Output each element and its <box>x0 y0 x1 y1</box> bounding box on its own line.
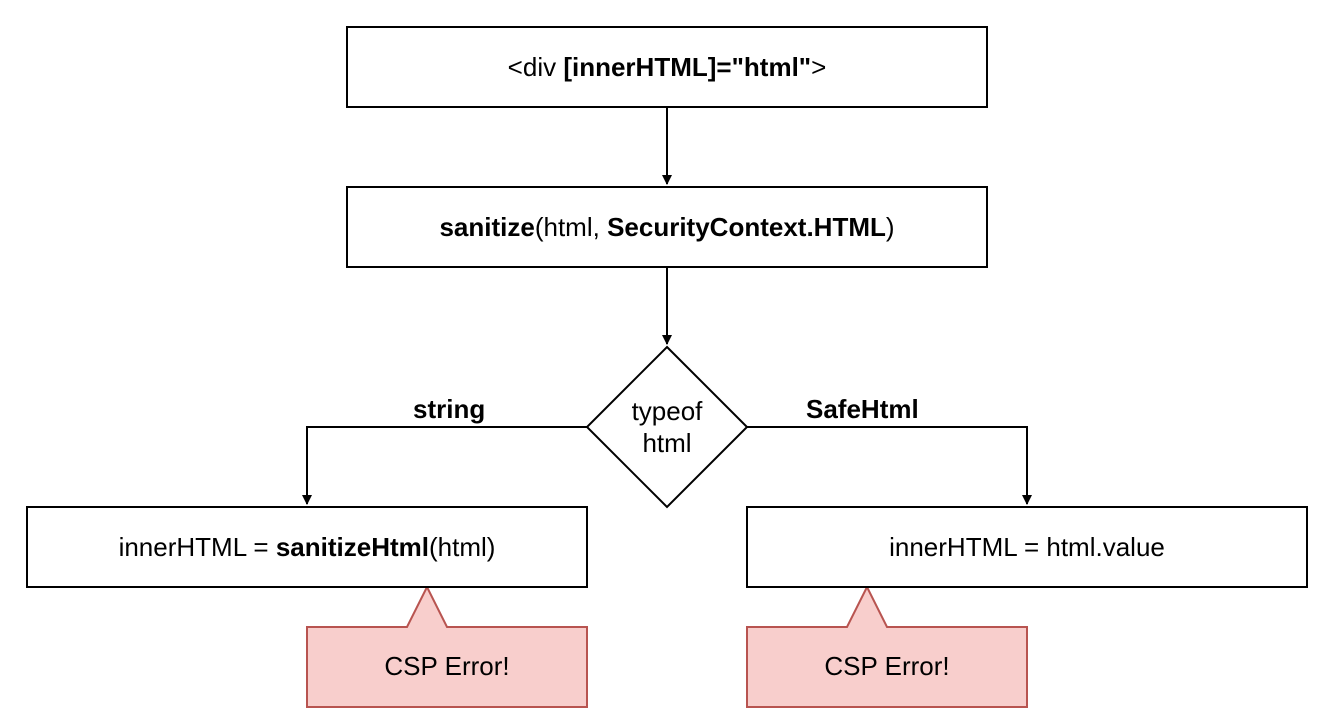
string-branch-box: innerHTML = sanitizeHtml(html) <box>26 506 588 588</box>
sanitize-box: sanitize(html, SecurityContext.HTML) <box>346 186 988 268</box>
sanitize-args-close: ) <box>885 211 895 242</box>
callout-right-text: CSP Error! <box>824 651 950 681</box>
sanitize-context: SecurityContext.HTML <box>607 211 886 242</box>
callout-left-text: CSP Error! <box>384 651 510 681</box>
decision-label: typeof html <box>607 395 727 459</box>
string-branch-suffix: (html) <box>428 531 496 562</box>
string-branch-fn: sanitizeHtml <box>275 531 429 562</box>
edge-decision-to-safehtml <box>747 426 1032 505</box>
decision-line-2: html <box>642 428 692 458</box>
decision-line-1: typeof <box>631 396 703 426</box>
div-binding-box: <div [innerHTML]="html"> <box>346 26 988 108</box>
edge-label-safehtml: SafeHtml <box>806 394 919 424</box>
safehtml-branch-text: innerHTML = html.value <box>889 531 1165 562</box>
callout-left-shape <box>306 584 588 708</box>
edge-decision-to-string <box>302 426 587 505</box>
div-binding-attribute: [innerHTML]="html" <box>563 51 812 82</box>
decision-diamond <box>585 345 749 509</box>
callout-right-shape <box>746 584 1028 708</box>
edge-label-string: string <box>413 394 486 424</box>
string-branch-prefix: innerHTML = <box>118 531 276 562</box>
div-binding-prefix: <div <box>507 51 564 82</box>
sanitize-args-open: (html, <box>534 211 608 242</box>
sanitize-fn: sanitize <box>439 211 535 242</box>
div-binding-suffix: > <box>811 51 827 82</box>
safehtml-branch-box: innerHTML = html.value <box>746 506 1308 588</box>
